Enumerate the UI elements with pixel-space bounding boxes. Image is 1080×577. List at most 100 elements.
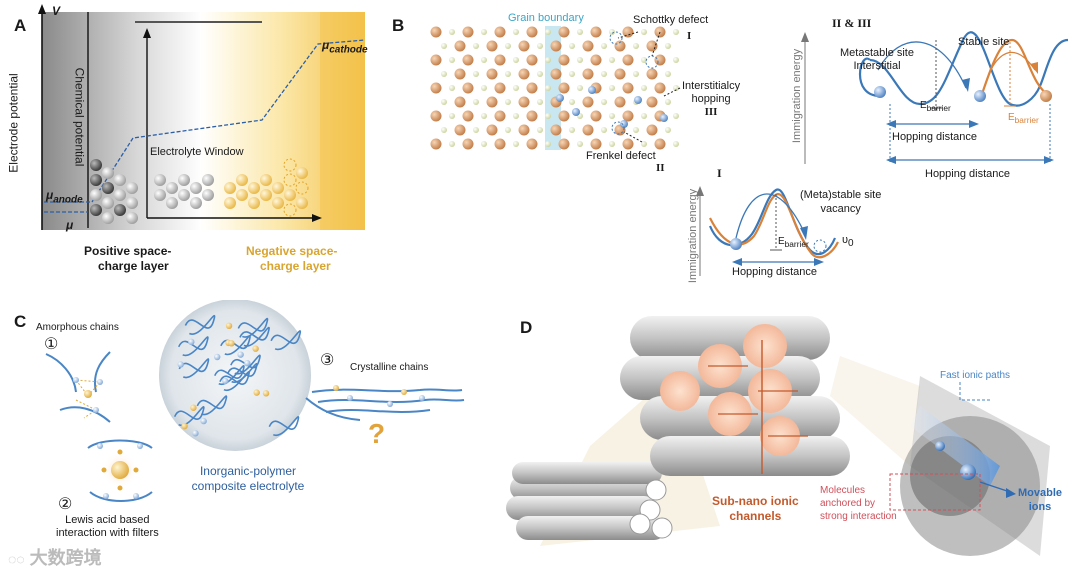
lattice-atom — [518, 96, 530, 108]
panel-c-diagram — [45, 300, 465, 502]
lattice-atom — [449, 85, 455, 91]
lattice-atom — [601, 71, 607, 77]
lattice-atom — [430, 54, 442, 66]
lattice-atom — [654, 54, 666, 66]
lattice-atom — [577, 141, 583, 147]
grain-boundary-label: Grain boundary — [508, 12, 584, 24]
watermark: ◌◌ 大数跨境 — [8, 544, 102, 570]
lattice-atom — [518, 40, 530, 52]
lattice-atom — [518, 68, 530, 80]
lattice-atom — [673, 29, 679, 35]
lattice-atom — [673, 57, 679, 63]
lewis-acid-label: Lewis acid based interaction with filter… — [56, 514, 159, 539]
lattice-atom — [537, 99, 543, 105]
lattice-atom — [454, 96, 466, 108]
lattice-atom — [526, 26, 538, 38]
lattice-atom — [537, 43, 543, 49]
polymer-chain — [184, 314, 216, 335]
crystalline-chains-sketch — [305, 388, 465, 421]
lattice-atom — [494, 138, 506, 150]
negative-space-charge-label: Negative space- charge layer — [246, 244, 338, 273]
filler-particle — [228, 340, 235, 347]
polymer-chain — [239, 326, 270, 347]
lattice-atom — [641, 29, 647, 35]
lattice-atom — [601, 127, 607, 133]
lattice-atom — [441, 71, 447, 77]
filler-particle — [253, 389, 260, 396]
y-axis-label: Electrode potential — [6, 73, 21, 173]
lattice-atom — [526, 138, 538, 150]
lattice-atom — [494, 54, 506, 66]
lattice-atom — [513, 85, 519, 91]
lattice-atom — [513, 141, 519, 147]
polymer-chain — [173, 406, 205, 426]
roman-ii: II — [656, 162, 665, 174]
fast-ionic-paths-label: Fast ionic paths — [940, 370, 1011, 381]
lattice-atom — [582, 40, 594, 52]
lattice-atom — [569, 43, 575, 49]
number-3: ③ — [320, 352, 335, 369]
sub-nano-channels-label: Sub-nano ionic channels — [712, 494, 799, 523]
lattice-atom — [513, 57, 519, 63]
lattice-atom — [473, 71, 479, 77]
lattice-atom — [654, 26, 666, 38]
mobile-ion — [634, 96, 642, 104]
lattice-atom — [473, 99, 479, 105]
mobile-ion — [660, 114, 668, 122]
lattice-atom — [673, 141, 679, 147]
polymer-chain — [226, 362, 258, 383]
lattice-atom — [430, 110, 442, 122]
stable-site-label: Stable site — [958, 36, 1010, 48]
immigration-energy-label-1: Immigration energy — [791, 48, 804, 144]
lattice-atom — [473, 127, 479, 133]
filler-particle — [214, 353, 221, 361]
lattice-atom — [601, 43, 607, 49]
lattice-atom — [558, 54, 570, 66]
molecules-anchored-label: Molecules anchored by strong interaction — [820, 485, 897, 522]
filler-particle — [177, 361, 184, 368]
panel-d-label: D — [520, 318, 533, 337]
mu-anode: μanode — [46, 188, 83, 206]
lattice-atom — [545, 57, 551, 63]
lattice-atom — [558, 26, 570, 38]
polymer-chain — [196, 395, 228, 416]
lattice-atom — [505, 127, 511, 133]
filler-particle — [190, 404, 197, 411]
hopping-distance-label-2: Hopping distance — [925, 168, 1011, 180]
polymer-chain — [270, 330, 302, 351]
lattice-atom — [526, 82, 538, 94]
lewis-acid-sketch — [87, 439, 153, 502]
lattice-atom — [614, 68, 626, 80]
lattice-atom — [609, 29, 615, 35]
mu-bottom: μ — [66, 218, 74, 232]
lattice-atom — [601, 99, 607, 105]
polymer-chain — [237, 317, 269, 338]
grain-boundary-stripe — [545, 26, 561, 150]
filler-particle — [262, 390, 270, 397]
lattice-atom — [486, 40, 498, 52]
lattice-atom — [537, 127, 543, 133]
panel-a-label: A — [14, 16, 27, 35]
nanotube-bundle-large — [620, 316, 850, 476]
lattice-atom — [481, 57, 487, 63]
filler-particle — [192, 430, 199, 437]
lattice-atom — [486, 68, 498, 80]
watermark-logo-icon: ◌◌ — [8, 551, 25, 567]
lattice-atom — [665, 71, 671, 77]
lattice-atom — [654, 82, 666, 94]
lattice-atom — [569, 127, 575, 133]
filler-particle — [222, 377, 229, 385]
mobile-ion — [620, 120, 628, 128]
lattice-atom — [641, 141, 647, 147]
mobile-ion — [588, 86, 596, 94]
positive-layer-balls — [90, 159, 214, 224]
lattice-atom — [441, 43, 447, 49]
mobile-ion — [572, 108, 580, 116]
i-title: I — [717, 166, 722, 180]
lattice-atom — [462, 110, 474, 122]
lattice-atom — [609, 85, 615, 91]
lattice-atom — [462, 26, 474, 38]
number-1: ① — [44, 336, 59, 353]
lattice-atom — [673, 85, 679, 91]
lattice-atom — [505, 43, 511, 49]
